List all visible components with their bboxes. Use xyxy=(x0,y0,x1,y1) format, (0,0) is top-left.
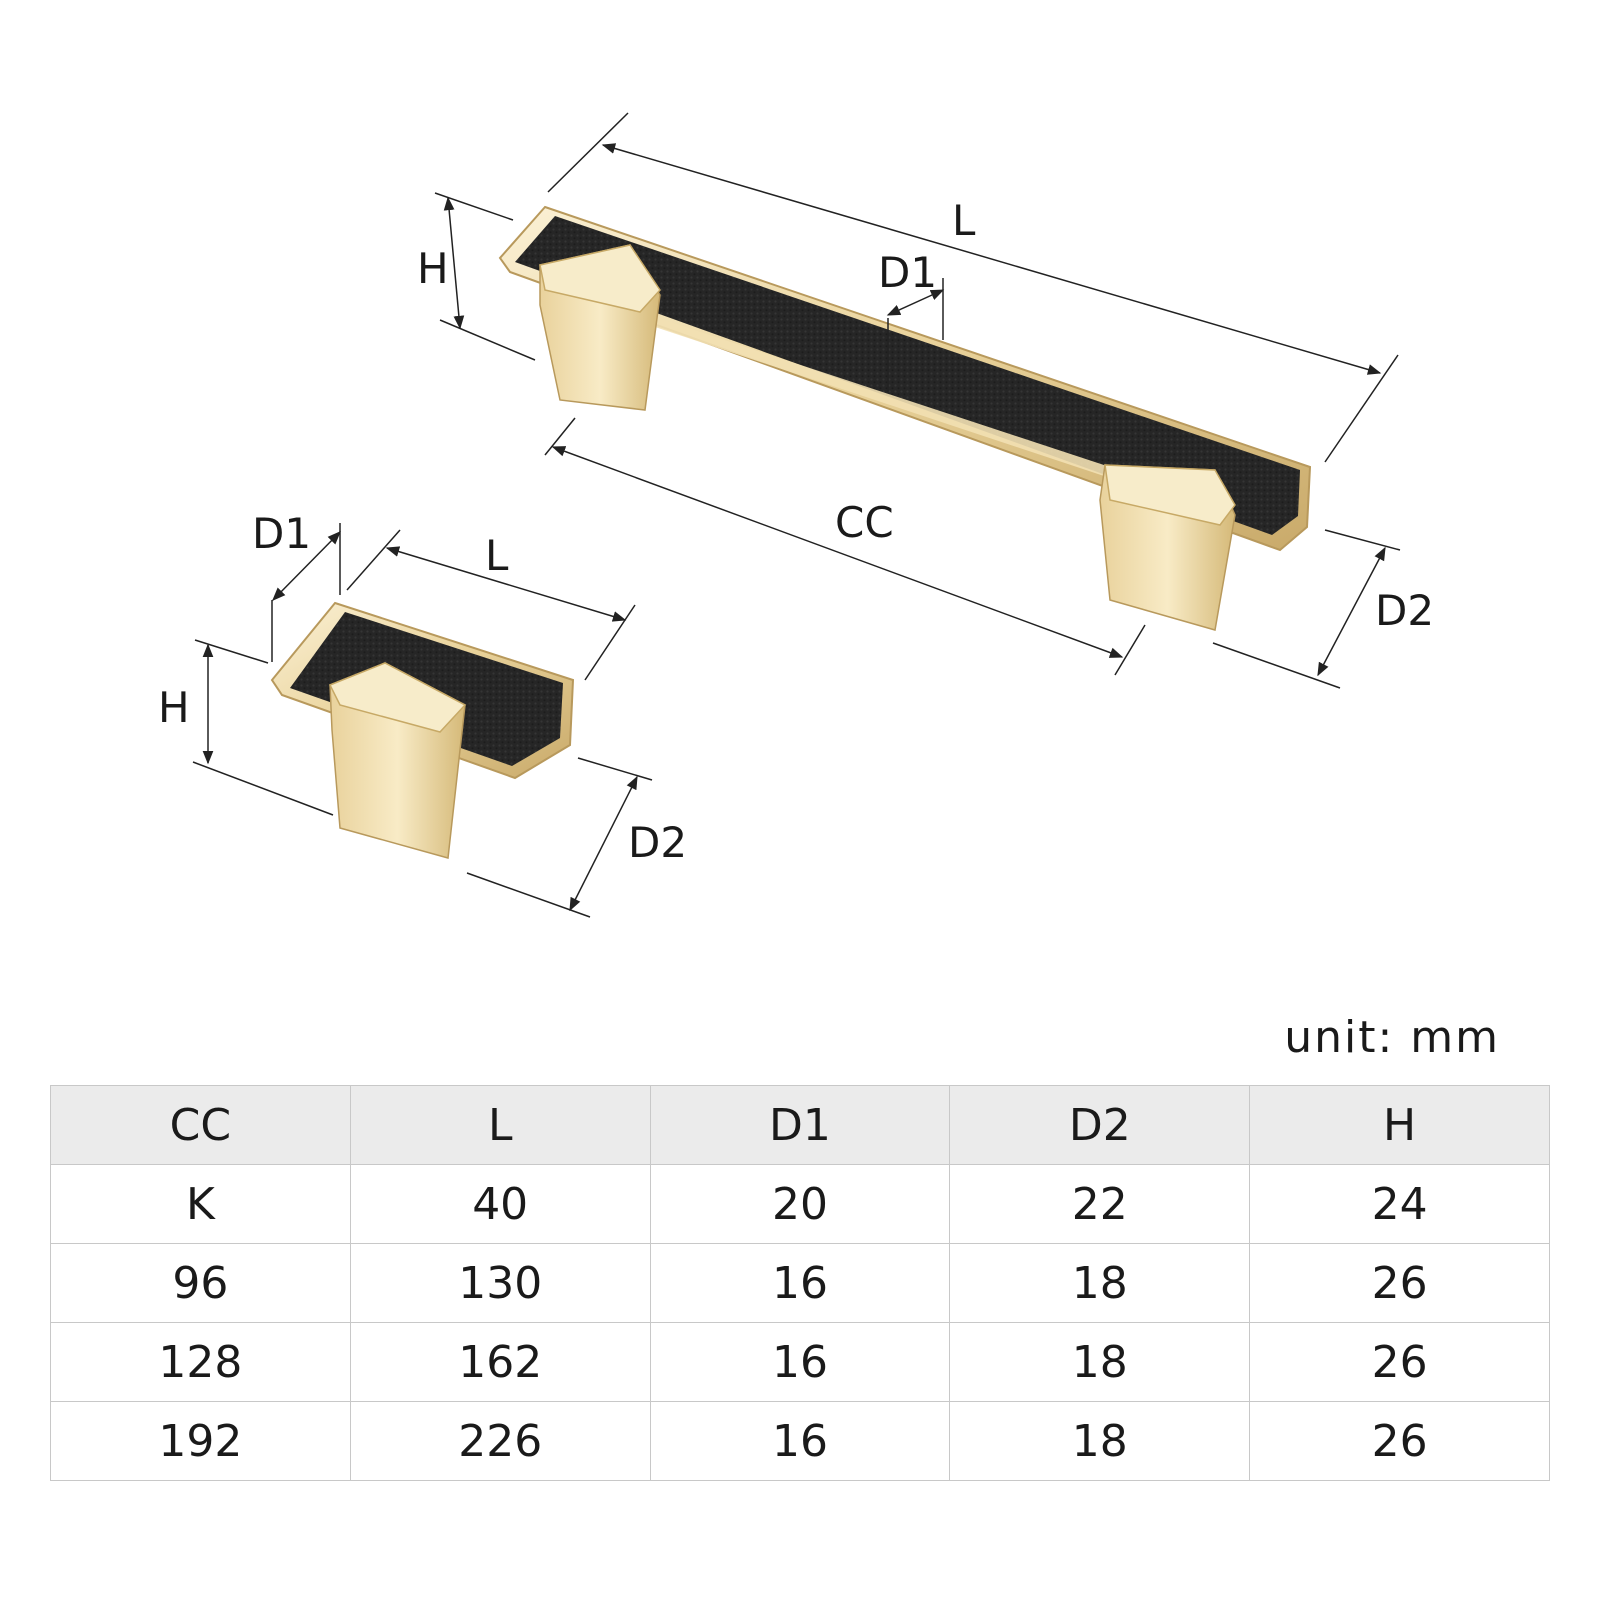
left-post xyxy=(539,244,661,411)
header-cc: CC xyxy=(50,1085,351,1165)
label-long-H: H xyxy=(417,244,449,293)
table-cell: 96 xyxy=(50,1243,351,1323)
long-handle-dimensions xyxy=(434,112,1401,689)
label-long-L: L xyxy=(952,196,976,245)
label-long-D1: D1 xyxy=(878,248,937,297)
unit-label: unit: mm xyxy=(1284,1012,1500,1063)
table-cell: 20 xyxy=(649,1164,951,1244)
dimension-table: CC L D1 D2 H K 40 20 22 24 96 130 16 18 … xyxy=(50,1085,1550,1481)
table-cell: 192 xyxy=(50,1401,351,1481)
label-knob-L: L xyxy=(485,531,509,580)
table-row: 192 226 16 18 26 xyxy=(50,1401,1550,1481)
product-dimension-diagram: L H D1 CC D2 D1 L H D2 xyxy=(158,112,1434,918)
table-cell: 18 xyxy=(949,1322,1251,1402)
table-row: K 40 20 22 24 xyxy=(50,1164,1550,1244)
knob xyxy=(270,601,575,859)
header-d1: D1 xyxy=(649,1085,951,1165)
table-cell: 16 xyxy=(649,1243,951,1323)
table-cell: 40 xyxy=(349,1164,651,1244)
table-row: 128 162 16 18 26 xyxy=(50,1322,1550,1402)
table-cell: 16 xyxy=(649,1401,951,1481)
table-cell: 18 xyxy=(949,1243,1251,1323)
table-cell: 24 xyxy=(1249,1164,1550,1244)
label-long-CC: CC xyxy=(835,498,894,547)
table-cell: 16 xyxy=(649,1322,951,1402)
label-knob-D2: D2 xyxy=(628,818,687,867)
table-cell: 162 xyxy=(349,1322,651,1402)
table-row: 96 130 16 18 26 xyxy=(50,1243,1550,1323)
table-cell: 128 xyxy=(50,1322,351,1402)
label-knob-H: H xyxy=(158,683,190,732)
table-cell: 26 xyxy=(1249,1243,1550,1323)
knob-post xyxy=(328,662,467,859)
table-cell: 18 xyxy=(949,1401,1251,1481)
table-cell: 22 xyxy=(949,1164,1251,1244)
table-header-row: CC L D1 D2 H xyxy=(50,1085,1550,1165)
knob-dimensions xyxy=(192,523,653,918)
header-h: H xyxy=(1249,1085,1550,1165)
table-cell: 226 xyxy=(349,1401,651,1481)
header-l: L xyxy=(349,1085,651,1165)
table-cell: 26 xyxy=(1249,1401,1550,1481)
table-cell: 26 xyxy=(1249,1322,1550,1402)
table-cell: 130 xyxy=(349,1243,651,1323)
right-post xyxy=(1099,464,1236,631)
label-knob-D1: D1 xyxy=(252,509,311,558)
header-d2: D2 xyxy=(949,1085,1251,1165)
table-cell: K xyxy=(50,1164,351,1244)
label-long-D2: D2 xyxy=(1375,586,1434,635)
